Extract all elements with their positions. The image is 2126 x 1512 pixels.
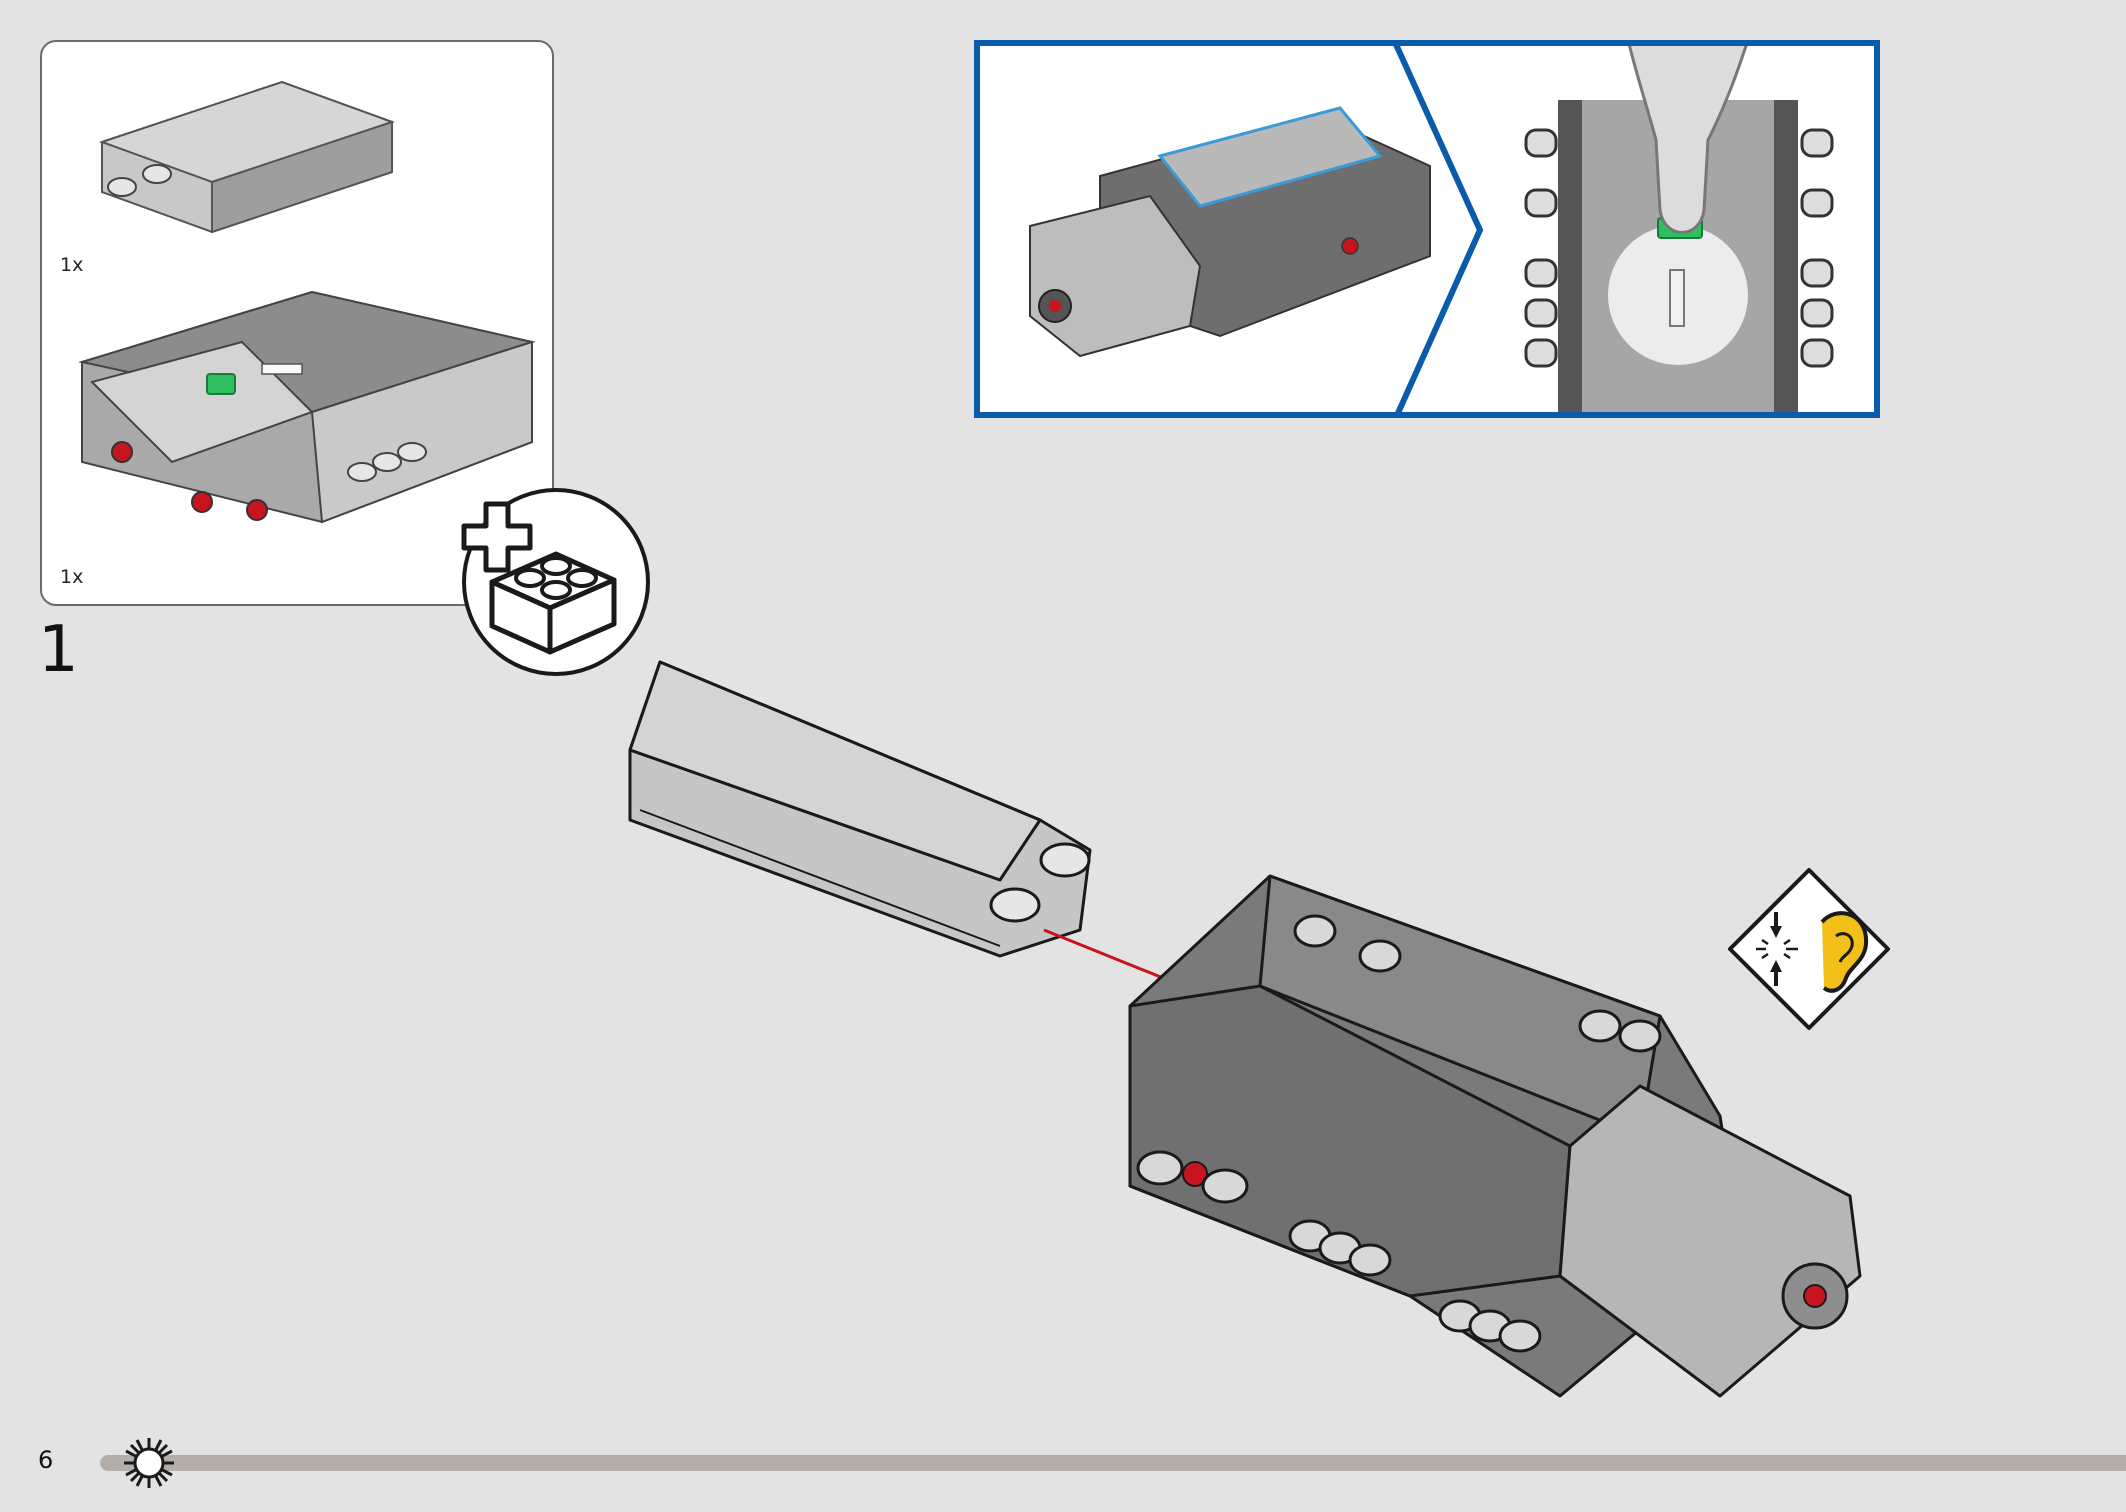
page-number: 6 xyxy=(38,1446,54,1474)
step-number: 1 xyxy=(38,613,79,687)
click-sound-ear-icon xyxy=(1728,868,1890,1030)
quantity-label-cover: 1x xyxy=(60,254,84,276)
battery-cover-main xyxy=(628,660,1092,958)
quantity-label-hub: 1x xyxy=(60,566,84,588)
callout-chevron-separator xyxy=(1393,46,1484,412)
gear-burst-icon xyxy=(124,1438,174,1488)
callout-press-button xyxy=(974,40,1880,418)
plus-brick-icon xyxy=(461,488,650,676)
hub-part-thumbnail xyxy=(78,290,536,524)
parts-list-panel: 1x 1x xyxy=(40,40,554,606)
power-button-thumbnail xyxy=(206,373,236,395)
callout-hub-assembled xyxy=(1029,106,1431,358)
callout-finger-press xyxy=(1524,46,1834,412)
progress-bar xyxy=(100,1455,2126,1471)
hub-main xyxy=(1128,874,1862,1398)
battery-cover-part-thumbnail xyxy=(98,80,396,234)
